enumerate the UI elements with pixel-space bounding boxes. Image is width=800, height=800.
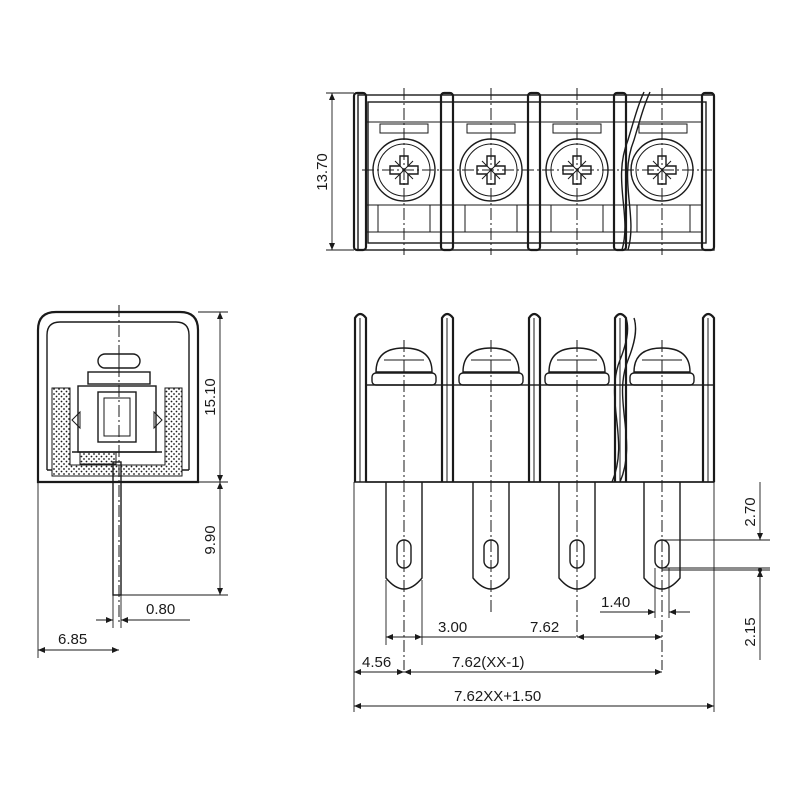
dim-pitch: 7.62	[530, 619, 559, 636]
top-view: 13.70	[314, 88, 716, 255]
dim-pin-length: 9.90	[202, 525, 219, 554]
dim-pin-thickness: 1.40	[601, 594, 630, 611]
dim-first-offset: 4.56	[362, 654, 391, 671]
dim-slot-offset: 2.15	[742, 617, 759, 646]
dim-slot-width: 3.00	[438, 619, 467, 636]
dim-side-depth: 6.85	[58, 631, 87, 648]
dim-pin-width: 0.80	[146, 601, 175, 618]
side-view: 15.10 9.90 0.80 6.85	[36, 305, 228, 658]
dim-overall-length: 7.62XX+1.50	[454, 688, 541, 705]
dim-pitch-total: 7.62(XX-1)	[452, 654, 525, 671]
dim-top-height: 13.70	[314, 153, 331, 191]
front-view: 2.70 2.15 1.40 3.00 7.62 4.56 7.62(XX-1)…	[353, 312, 770, 712]
dim-side-height: 15.10	[202, 378, 219, 416]
dim-slot-height: 2.70	[742, 497, 759, 526]
